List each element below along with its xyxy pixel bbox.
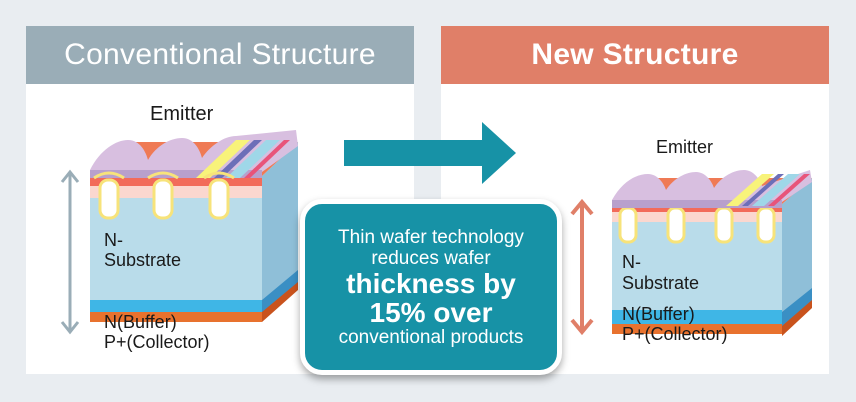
callout-line-5: conventional products (338, 326, 524, 348)
new-buffer-layer (612, 310, 782, 324)
conventional-collector-label: P+(Collector) (104, 332, 210, 352)
conventional-collector-layer (90, 312, 262, 322)
conventional-substrate-label: Substrate (104, 250, 182, 270)
transition-arrow (344, 122, 516, 184)
callout-line-4: 15% over (369, 296, 493, 328)
new-thickness-arrow (570, 198, 594, 336)
thin-wafer-callout: Thin wafer technology reduces wafer thic… (300, 199, 562, 375)
new-device (612, 170, 812, 336)
new-substrate-label-n: N- (622, 252, 641, 272)
new-substrate-label: Substrate (622, 273, 700, 293)
conventional-title: Conventional Structure (26, 26, 414, 84)
conventional-buffer-label: N(Buffer) (104, 312, 177, 332)
conventional-substrate-label-n: N- (104, 230, 123, 250)
conventional-thickness-arrow (60, 169, 80, 335)
new-collector-label: P+(Collector) (622, 324, 728, 344)
conventional-buffer-layer (90, 300, 262, 312)
callout-line-1: Thin wafer technology (338, 226, 524, 248)
new-title: New Structure (441, 26, 829, 84)
new-buffer-label: N(Buffer) (622, 304, 695, 324)
callout-line-3: thickness by (346, 267, 516, 299)
new-collector-layer (612, 324, 782, 334)
conventional-device (90, 130, 298, 322)
callout-line-2: reduces wafer (371, 247, 491, 269)
conventional-emitter-label: Emitter (150, 103, 214, 125)
new-emitter-label: Emitter (656, 137, 714, 157)
